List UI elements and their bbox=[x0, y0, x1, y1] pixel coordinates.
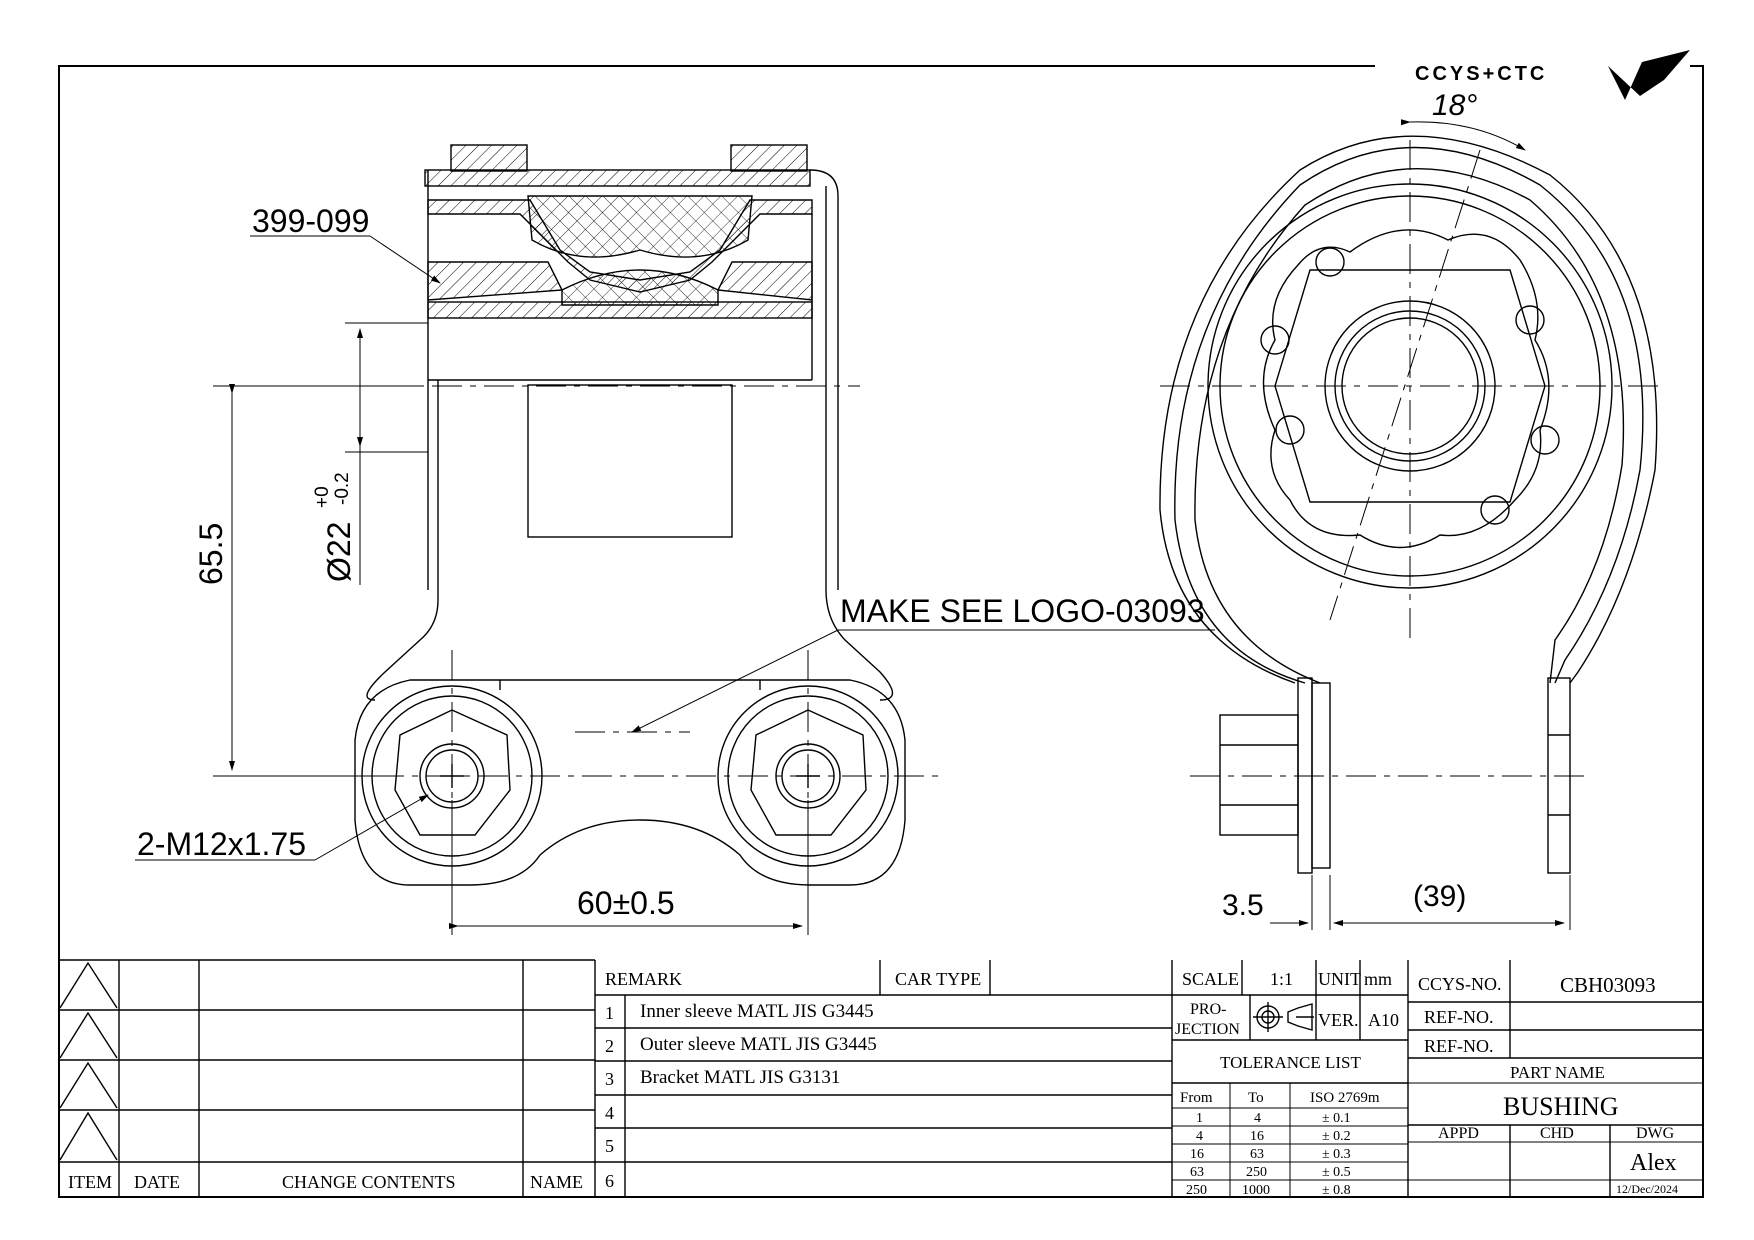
remark-row-no: 5 bbox=[605, 1136, 614, 1156]
ver-label: VER. bbox=[1318, 1010, 1359, 1030]
void-insert bbox=[527, 195, 753, 258]
tolerance-cell: 63 bbox=[1250, 1147, 1264, 1162]
tolerance-cell: 4 bbox=[1196, 1129, 1203, 1144]
drawer-name: Alex bbox=[1630, 1150, 1677, 1176]
projection-label-2: JECTION bbox=[1175, 1021, 1240, 1038]
tolerance-cell: ± 0.1 bbox=[1322, 1111, 1351, 1126]
flange-left bbox=[450, 144, 528, 172]
drawing-date: 12/Dec/2024 bbox=[1616, 1182, 1678, 1196]
ref-no-label-1: REF-NO. bbox=[1424, 1007, 1494, 1027]
remark-row-no: 6 bbox=[605, 1171, 614, 1191]
tolerance-header-iso: ISO 2769m bbox=[1310, 1090, 1380, 1106]
tolerance-cell: 250 bbox=[1246, 1165, 1267, 1180]
side-dimensions bbox=[1270, 119, 1571, 930]
remark-row-text: Bracket MATL JIS G3131 bbox=[640, 1067, 840, 1088]
thickness-dimension-label: 3.5 bbox=[1222, 889, 1264, 922]
tolerance-header-from: From bbox=[1180, 1090, 1213, 1106]
tolerance-cell: ± 0.2 bbox=[1322, 1129, 1351, 1144]
remark-row-no: 4 bbox=[605, 1103, 614, 1123]
ref-no-label-2: REF-NO. bbox=[1424, 1036, 1494, 1056]
remark-row-text: Inner sleeve MATL JIS G3445 bbox=[640, 1001, 874, 1022]
outer-sleeve-top bbox=[424, 169, 811, 187]
tolerance-cell: 250 bbox=[1186, 1183, 1207, 1198]
inner-rubber bbox=[561, 269, 719, 306]
tolerance-cell: 1 bbox=[1196, 1111, 1203, 1126]
ccys-no-label: CCYS-NO. bbox=[1418, 974, 1502, 994]
front-dimensions bbox=[135, 235, 1215, 935]
remark-row-no: 2 bbox=[605, 1036, 614, 1056]
rev-header-name: NAME bbox=[530, 1172, 583, 1192]
reference-dimension-label: (39) bbox=[1413, 880, 1466, 913]
tolerance-cell: 16 bbox=[1250, 1129, 1264, 1144]
rev-header-change: CHANGE CONTENTS bbox=[282, 1172, 456, 1192]
ver-value: A10 bbox=[1368, 1010, 1399, 1030]
part-name-label: PART NAME bbox=[1510, 1063, 1605, 1082]
scale-label: SCALE bbox=[1182, 969, 1239, 989]
company-logo: CCYS+CTC bbox=[1415, 50, 1690, 100]
section-view bbox=[354, 144, 906, 886]
logo-mark-icon bbox=[1608, 50, 1690, 100]
tolerance-cell: 16 bbox=[1190, 1147, 1204, 1162]
dwg-label: DWG bbox=[1636, 1125, 1675, 1142]
diameter-dimension-label: Ø22 bbox=[321, 522, 357, 582]
revision-table bbox=[59, 959, 596, 1197]
remark-row-text: Outer sleeve MATL JIS G3445 bbox=[640, 1034, 877, 1055]
remark-row-no: 1 bbox=[605, 1003, 614, 1023]
drawing-border bbox=[58, 65, 1704, 1198]
tolerance-title: TOLERANCE LIST bbox=[1220, 1053, 1361, 1072]
unit-value: mm bbox=[1364, 969, 1392, 989]
make-logo-note: MAKE SEE LOGO-03093 bbox=[840, 593, 1205, 629]
chd-label: CHD bbox=[1540, 1125, 1574, 1142]
angle-dimension-label: 18° bbox=[1432, 89, 1477, 122]
spec-block bbox=[1172, 960, 1408, 1197]
appd-label: APPD bbox=[1438, 1125, 1479, 1142]
logo-text: CCYS+CTC bbox=[1415, 63, 1547, 85]
spacing-dimension-label: 60±0.5 bbox=[577, 885, 675, 921]
remark-rows: 1 Inner sleeve MATL JIS G3445 2 Outer sl… bbox=[605, 1001, 877, 1191]
unit-label: UNIT bbox=[1318, 969, 1361, 989]
tolerance-cell: ± 0.3 bbox=[1322, 1147, 1351, 1162]
tolerance-header-to: To bbox=[1248, 1090, 1264, 1106]
side-view bbox=[1159, 135, 1658, 874]
tolerance-cell: 1000 bbox=[1242, 1183, 1270, 1198]
part-name-value: BUSHING bbox=[1503, 1092, 1619, 1121]
diameter-upper-tolerance: +0 bbox=[312, 486, 333, 508]
inner-sleeve bbox=[427, 301, 813, 319]
rubber-left bbox=[427, 261, 564, 301]
rubber-right bbox=[716, 261, 813, 301]
rev-header-date: DATE bbox=[134, 1172, 180, 1192]
projection-label-1: PRO- bbox=[1190, 1001, 1226, 1018]
side-center-lines bbox=[1160, 140, 1660, 777]
scale-value: 1:1 bbox=[1270, 969, 1293, 989]
tolerance-cell: ± 0.5 bbox=[1322, 1165, 1351, 1180]
rev-header-item: ITEM bbox=[68, 1172, 112, 1192]
ccys-no-value: CBH03093 bbox=[1560, 973, 1656, 997]
remark-header: REMARK bbox=[605, 969, 682, 989]
height-dimension-label: 65.5 bbox=[193, 523, 229, 585]
title-block bbox=[1407, 960, 1703, 1197]
car-type-label: CAR TYPE bbox=[895, 969, 981, 989]
diameter-lower-tolerance: -0.2 bbox=[332, 472, 353, 505]
tolerance-cell: ± 0.8 bbox=[1322, 1183, 1351, 1198]
flange-right bbox=[730, 144, 808, 172]
tolerance-rows: 1 4 ± 0.1 4 16 ± 0.2 16 63 ± 0.3 63 250 … bbox=[1186, 1111, 1351, 1198]
tolerance-cell: 63 bbox=[1190, 1165, 1204, 1180]
remark-table bbox=[595, 960, 1173, 1197]
remark-row-no: 3 bbox=[605, 1069, 614, 1089]
thread-callout-label: 2-M12x1.75 bbox=[137, 826, 306, 862]
part-callout-label: 399-099 bbox=[252, 203, 369, 239]
tolerance-cell: 4 bbox=[1254, 1111, 1261, 1126]
